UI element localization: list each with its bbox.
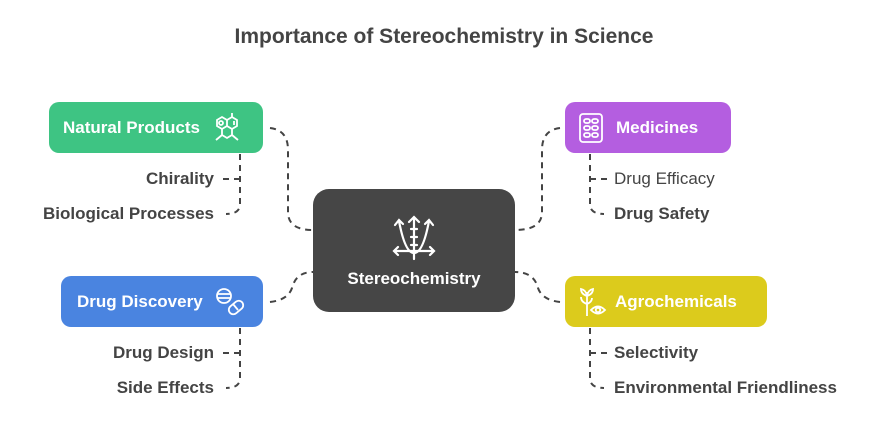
pills-icon [215, 287, 244, 315]
connector-drug-discovery [269, 271, 314, 303]
subitem-drug-safety: Drug Safety [614, 204, 710, 223]
subitem-side-effects: Side Effects [116, 378, 214, 397]
subitem-drug-design: Drug Design [112, 343, 214, 362]
branch-natural-products[interactable]: Natural Products [49, 102, 263, 153]
connector-agrochemicals [514, 271, 561, 303]
subitem-drug-efficacy: Drug Efficacy [614, 169, 715, 188]
plant-eye-icon [580, 287, 607, 316]
molecule-icon [215, 112, 239, 141]
subitem-environmental-friendliness: Environmental Friendliness [614, 378, 837, 397]
connector-medicines [514, 127, 561, 231]
connector-np-items [222, 154, 241, 215]
connector-agro-items [589, 328, 608, 389]
center-node[interactable]: Stereochemistry [313, 189, 515, 312]
branch-label: Medicines [616, 117, 699, 137]
center-label: Stereochemistry [347, 268, 481, 288]
branch-agrochemicals[interactable]: Agrochemicals [565, 276, 767, 327]
branch-drug-discovery[interactable]: Drug Discovery [61, 276, 263, 327]
diagram-title: Importance of Stereochemistry in Science [234, 25, 654, 48]
branch-medicines[interactable]: Medicines [565, 102, 731, 153]
pill-pack-icon [579, 112, 603, 143]
connector-natural-products [269, 127, 314, 231]
subitem-chirality: Chirality [145, 169, 214, 188]
subitem-biological-processes: Biological Processes [42, 204, 214, 223]
connector-dd-items [222, 328, 241, 389]
branch-label: Agrochemicals [615, 291, 737, 311]
subitem-selectivity: Selectivity [614, 343, 699, 362]
connector-med-items [589, 154, 608, 215]
parabola-arrows-icon [392, 214, 436, 260]
branch-label: Drug Discovery [77, 291, 203, 311]
branch-label: Natural Products [63, 117, 200, 137]
